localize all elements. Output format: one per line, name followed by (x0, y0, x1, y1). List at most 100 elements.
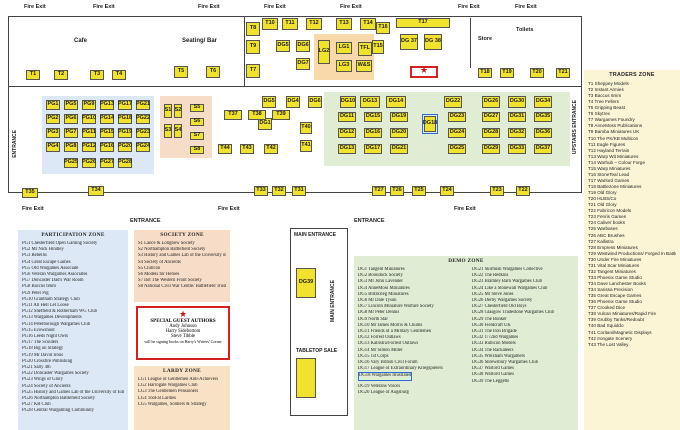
stand[interactable]: T42 (264, 144, 278, 154)
stand-T6[interactable]: T6 (206, 66, 220, 78)
stand[interactable]: T27 (372, 186, 386, 196)
stand[interactable]: PG28 (118, 158, 132, 168)
stand[interactable]: PG7 (64, 128, 78, 138)
stand[interactable]: S4 (174, 124, 182, 138)
stand[interactable]: PG3 (46, 128, 60, 138)
stand[interactable]: DG32 (508, 128, 526, 138)
stand[interactable]: DG29 (482, 144, 500, 154)
stand-T17[interactable]: T17 (396, 18, 450, 28)
stand[interactable]: DG22 (444, 96, 462, 108)
stand[interactable]: T41 (300, 140, 312, 152)
stand[interactable]: DG21 (390, 144, 408, 154)
tabletop-sale-area[interactable] (296, 358, 316, 398)
stand[interactable]: DG6 (308, 96, 322, 108)
stand[interactable]: DG5 (262, 96, 276, 108)
stand[interactable]: PG6 (64, 114, 78, 124)
stand[interactable]: T34 (88, 186, 104, 196)
stand[interactable]: PG20 (118, 142, 132, 152)
stand[interactable]: DG20 (390, 128, 408, 138)
stand-T9[interactable]: T9 (246, 40, 260, 54)
stand[interactable]: PG12 (82, 142, 96, 152)
stand[interactable]: S6 (190, 118, 204, 126)
stand[interactable]: DG24 (448, 128, 466, 138)
stand[interactable]: T25 (412, 186, 426, 196)
stand[interactable]: DG37 (534, 144, 552, 154)
stand-T21[interactable]: T21 (556, 68, 570, 78)
stand[interactable]: T22 (516, 186, 530, 196)
stand[interactable]: DG14 (386, 96, 406, 108)
stand[interactable]: DG23 (448, 112, 466, 122)
stand[interactable]: PG13 (100, 100, 114, 110)
stand[interactable]: T26 (390, 186, 404, 196)
stand[interactable]: PG27 (100, 158, 114, 168)
stand-T5[interactable]: T5 (174, 66, 188, 78)
stand[interactable]: PG9 (82, 100, 96, 110)
stand-T16[interactable]: T16 (376, 22, 390, 34)
stand-T3[interactable]: T3 (90, 70, 104, 80)
stand-TFL[interactable]: TFL (358, 42, 372, 56)
stand[interactable]: DG16 (364, 128, 382, 138)
stand[interactable]: DG34 (534, 96, 552, 108)
stand[interactable]: S5 (190, 104, 204, 112)
stand-T15[interactable]: T15 (372, 40, 384, 54)
stand[interactable]: S8 (190, 146, 204, 154)
stand[interactable]: PG8 (64, 142, 78, 152)
stand[interactable]: T37 (224, 110, 242, 120)
stand[interactable]: PG24 (136, 142, 150, 152)
stand[interactable]: DG36 (534, 128, 552, 138)
stand[interactable]: PG18 (118, 114, 132, 124)
stand-T7[interactable]: T7 (246, 64, 260, 78)
stand-LG1[interactable]: LG1 (336, 42, 352, 54)
stand[interactable]: T35 (22, 188, 38, 198)
stand-T2[interactable]: T2 (54, 70, 68, 80)
stand[interactable]: DG31 (508, 112, 526, 122)
stand-T20[interactable]: T20 (530, 68, 544, 78)
stand[interactable]: DG4 (286, 96, 300, 108)
stand[interactable]: DG25 (448, 144, 466, 154)
stand[interactable]: DG28 (482, 128, 500, 138)
stand[interactable]: PG16 (100, 142, 114, 152)
stand-DG38[interactable]: DG 38 (424, 34, 442, 50)
stand-T14[interactable]: T14 (360, 18, 376, 30)
stand[interactable]: PG15 (100, 128, 114, 138)
stand[interactable]: PG26 (82, 158, 96, 168)
stand[interactable]: DG33 (508, 144, 526, 154)
stand[interactable]: DG18 (423, 116, 437, 132)
stand-LG3[interactable]: LG3 (336, 60, 352, 72)
stand[interactable]: PG22 (136, 114, 150, 124)
stand[interactable]: T39 (272, 110, 290, 120)
stand[interactable]: PG11 (82, 128, 96, 138)
stand[interactable]: PG25 (64, 158, 78, 168)
stand[interactable]: T38 (248, 110, 266, 120)
stand[interactable]: DG26 (482, 96, 500, 108)
stand[interactable]: T43 (240, 144, 254, 154)
stand-DG37[interactable]: DG 37 (400, 34, 418, 50)
stand[interactable]: DG13 (338, 144, 356, 154)
stand[interactable]: T24 (440, 186, 454, 196)
stand-DG6[interactable]: DG6 (296, 40, 310, 52)
stand[interactable]: PG21 (136, 100, 150, 110)
stand[interactable]: DG12 (338, 128, 356, 138)
stand-T11[interactable]: T11 (282, 18, 298, 30)
stand-DG7[interactable]: DG7 (296, 58, 310, 70)
stand[interactable]: DG13 (360, 96, 380, 108)
stand-T4[interactable]: T4 (112, 70, 126, 80)
stand-T1[interactable]: T1 (26, 70, 40, 80)
stand-T19[interactable]: T19 (500, 68, 514, 78)
stand[interactable]: S7 (190, 132, 204, 140)
stand[interactable]: DG27 (482, 112, 500, 122)
stand[interactable]: DG10 (340, 96, 356, 108)
stand[interactable]: DG15 (364, 112, 382, 122)
stand[interactable]: T23 (490, 186, 504, 196)
stand[interactable]: T33 (254, 186, 268, 196)
stand[interactable]: PG17 (118, 100, 132, 110)
stand[interactable]: T44 (218, 144, 232, 154)
stand-T12[interactable]: T12 (306, 18, 322, 30)
stand[interactable]: DG19 (390, 112, 408, 122)
stand[interactable]: S1 (164, 104, 172, 118)
stand-WS[interactable]: W&S (356, 60, 372, 72)
stand[interactable]: DG30 (508, 96, 526, 108)
stand[interactable]: T31 (292, 186, 306, 196)
stand-LG2[interactable]: LG2 (318, 40, 330, 64)
stand[interactable]: S3 (164, 124, 172, 138)
